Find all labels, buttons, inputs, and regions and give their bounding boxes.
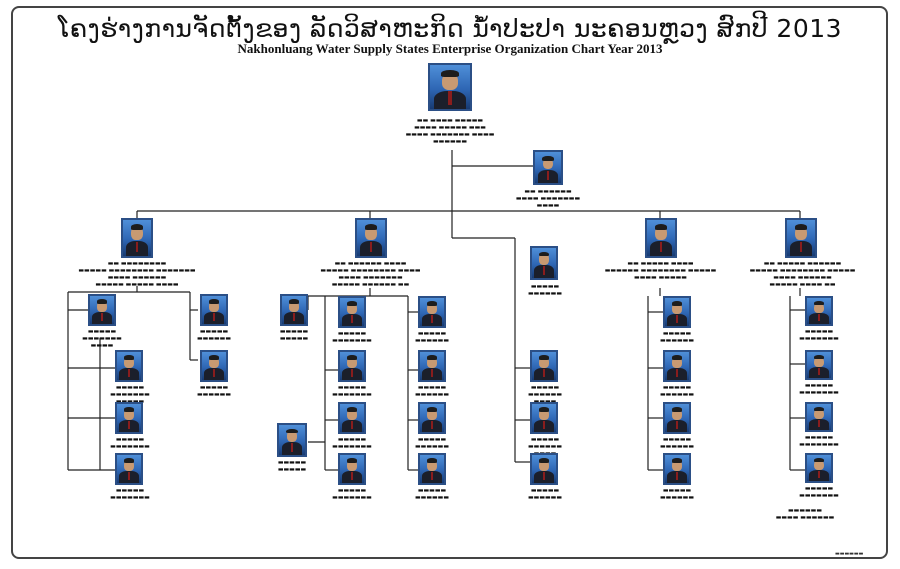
staff-caption: ▬▬▬▬▬▬▬▬▬▬▬▬ (332, 330, 372, 344)
staff-photo (663, 402, 691, 434)
staff-caption: ▬▬▬▬▬▬▬▬▬▬▬▬ (332, 487, 372, 501)
dept-head-photo (785, 218, 817, 258)
staff-caption: ▬▬▬▬▬▬▬▬▬▬▬ (196, 384, 231, 398)
staff-caption: ▬▬▬▬▬▬▬▬▬▬▬ (527, 487, 562, 501)
dept-head-photo (121, 218, 153, 258)
staff-caption: ▬▬▬▬▬▬▬▬▬▬▬ (414, 487, 449, 501)
staff-caption: ▬▬▬▬▬▬▬▬▬▬▬▬ (332, 384, 372, 398)
staff-photo (805, 350, 833, 380)
director-caption: ▬▬ ▬▬▬▬ ▬▬▬▬▬▬▬▬▬ ▬▬▬▬▬ ▬▬▬▬▬▬▬ ▬▬▬▬▬▬▬ … (405, 117, 495, 145)
deputy-photo (533, 150, 563, 185)
staff-caption: ▬▬▬▬▬▬▬▬▬▬▬ (527, 283, 562, 297)
staff-photo (88, 294, 116, 326)
dept-head-caption: ▬▬ ▬▬▬▬▬ ▬▬▬▬▬▬▬▬▬▬ ▬▬▬▬▬▬▬▬ ▬▬▬▬▬▬▬▬▬ ▬… (604, 260, 717, 281)
staff-caption: ▬▬▬▬▬▬▬▬▬▬▬▬ (110, 487, 150, 501)
staff-photo (530, 350, 558, 382)
staff-photo (200, 350, 228, 382)
staff-photo (418, 402, 446, 434)
dept-head-photo (355, 218, 387, 258)
dept-head-caption: ▬▬ ▬▬▬▬▬▬▬▬▬▬▬▬▬ ▬▬▬▬▬▬▬▬ ▬▬▬▬▬▬▬▬▬▬▬ ▬▬… (78, 260, 196, 288)
staff-photo (338, 453, 366, 485)
staff-photo (418, 296, 446, 328)
staff-photo (338, 402, 366, 434)
footer-mark: ▬▬▬▬▬▬ (835, 551, 864, 557)
staff-photo (115, 453, 143, 485)
staff-caption: ▬▬▬▬▬▬▬▬▬▬▬▬ (799, 434, 839, 448)
staff-caption: ▬▬▬▬▬▬▬▬▬▬▬ (659, 384, 694, 398)
deputy-caption: ▬▬ ▬▬▬▬▬▬▬▬▬▬ ▬▬▬▬▬▬▬▬▬▬▬ (515, 188, 581, 209)
note-caption: ▬▬▬▬▬▬▬▬▬▬ ▬▬▬▬▬▬ (775, 507, 835, 521)
dept-head-photo (645, 218, 677, 258)
staff-photo (200, 294, 228, 326)
staff-caption: ▬▬▬▬▬▬▬▬▬▬▬▬▬▬▬ (527, 384, 562, 405)
staff-caption: ▬▬▬▬▬▬▬▬▬▬▬ (414, 384, 449, 398)
staff-caption: ▬▬▬▬▬▬▬▬▬▬ (279, 328, 309, 342)
staff-caption: ▬▬▬▬▬▬▬▬▬▬▬▬ (799, 382, 839, 396)
chart-title-lao: ໂຄງຮ່າງການຈັດຕັ້ງຂອງ ລັດວິສາຫະກິດ ນ້ຳປະປ… (57, 14, 843, 43)
staff-caption: ▬▬▬▬▬▬▬▬▬▬▬▬ (332, 436, 372, 450)
staff-caption: ▬▬▬▬▬▬▬▬▬▬▬▬ (799, 328, 839, 342)
staff-caption: ▬▬▬▬▬▬▬▬▬▬▬▬ (110, 436, 150, 450)
staff-photo (418, 453, 446, 485)
staff-photo (338, 350, 366, 382)
staff-caption: ▬▬▬▬▬▬▬▬▬▬▬ (659, 436, 694, 450)
staff-caption: ▬▬▬▬▬▬▬▬▬▬ (277, 459, 307, 473)
staff-photo (530, 246, 558, 280)
staff-caption: ▬▬▬▬▬▬▬▬▬▬▬ (659, 487, 694, 501)
chart-title-english: Nakhonluang Water Supply States Enterpri… (237, 41, 663, 56)
staff-caption: ▬▬▬▬▬▬▬▬▬▬▬ (659, 330, 694, 344)
staff-photo (530, 453, 558, 485)
staff-photo (663, 296, 691, 328)
staff-caption: ▬▬▬▬▬▬▬▬▬▬▬▬▬▬▬▬▬ (110, 384, 150, 405)
staff-photo (277, 423, 307, 457)
staff-caption: ▬▬▬▬▬▬▬▬▬▬▬ (196, 328, 231, 342)
staff-photo (805, 402, 833, 432)
staff-caption: ▬▬▬▬▬▬▬▬▬▬▬ (414, 436, 449, 450)
staff-photo (338, 296, 366, 328)
staff-photo (115, 402, 143, 434)
dept-head-caption: ▬▬ ▬▬▬▬▬▬ ▬▬▬▬▬▬▬▬▬ ▬▬▬▬▬▬▬▬ ▬▬▬▬▬▬▬▬ ▬▬… (320, 260, 421, 288)
staff-photo (805, 296, 833, 326)
staff-photo (280, 294, 308, 326)
dept-head-caption: ▬▬ ▬▬▬▬▬ ▬▬▬▬▬▬▬▬▬▬▬ ▬▬▬▬▬▬▬▬ ▬▬▬▬▬▬▬▬▬ … (749, 260, 856, 288)
staff-photo (418, 350, 446, 382)
staff-caption: ▬▬▬▬▬▬▬▬▬▬▬▬ (799, 485, 839, 499)
director-photo (428, 63, 472, 111)
staff-photo (530, 402, 558, 434)
staff-photo (663, 350, 691, 382)
staff-photo (115, 350, 143, 382)
staff-caption: ▬▬▬▬▬▬▬▬▬▬▬▬▬▬▬▬ (82, 328, 122, 349)
staff-caption: ▬▬▬▬▬▬▬▬▬▬▬ (414, 330, 449, 344)
staff-photo (805, 453, 833, 483)
staff-photo (663, 453, 691, 485)
